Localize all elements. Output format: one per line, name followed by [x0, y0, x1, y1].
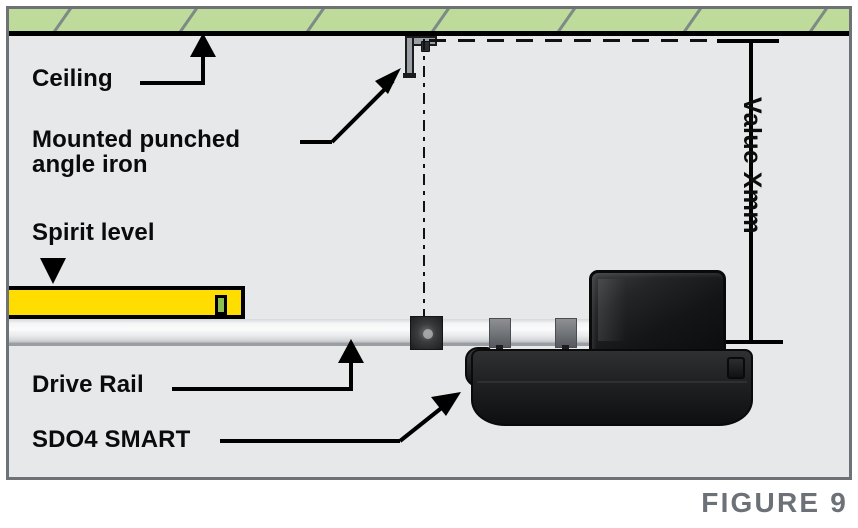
spirit-level-body — [9, 286, 245, 319]
spirit-level-leader-arrow — [40, 258, 66, 284]
rail-carriage-block — [410, 316, 443, 350]
dimension-bottom-cap — [721, 340, 783, 344]
label-drive-rail: Drive Rail — [32, 371, 144, 398]
label-ceiling: Ceiling — [32, 65, 113, 92]
carriage-hub — [423, 329, 433, 339]
ceiling-leader-horizontal — [140, 81, 205, 85]
spirit-level-bubble-vial — [215, 295, 227, 315]
sdo4-smart-leader — [9, 9, 849, 477]
motor-side-nub — [727, 357, 745, 379]
angle-iron-leader — [9, 9, 849, 477]
angle-iron-foot — [403, 73, 416, 78]
drive-rail-leader-vertical — [349, 361, 353, 390]
ceiling-leader-vertical — [201, 57, 205, 83]
motor-body-seam — [477, 381, 747, 383]
ceiling-leader-arrow — [190, 33, 216, 57]
drive-rail-leader-horizontal — [172, 387, 353, 391]
motor-main-body — [471, 349, 753, 426]
ceiling-projection-dashed-line — [429, 39, 749, 42]
figure-caption: FIGURE 9 — [701, 487, 848, 518]
label-spirit-level: Spirit level — [32, 219, 155, 246]
diagram-panel: Value Xmm — [6, 6, 852, 480]
label-mounted-punched-angle-iron: Mounted punched angle iron — [32, 126, 241, 179]
ceiling-surface-line — [9, 31, 849, 36]
motor-housing-sheen — [598, 279, 626, 341]
vertical-center-line — [423, 39, 425, 327]
drive-rail-leader-arrow — [338, 339, 364, 363]
dimension-line — [749, 39, 753, 344]
angle-iron-bolt — [421, 41, 430, 52]
ceiling-band — [9, 9, 849, 31]
dimension-top-cap — [717, 39, 779, 43]
drive-rail — [9, 319, 625, 346]
label-sdo4-smart: SDO4 SMART — [32, 426, 191, 453]
